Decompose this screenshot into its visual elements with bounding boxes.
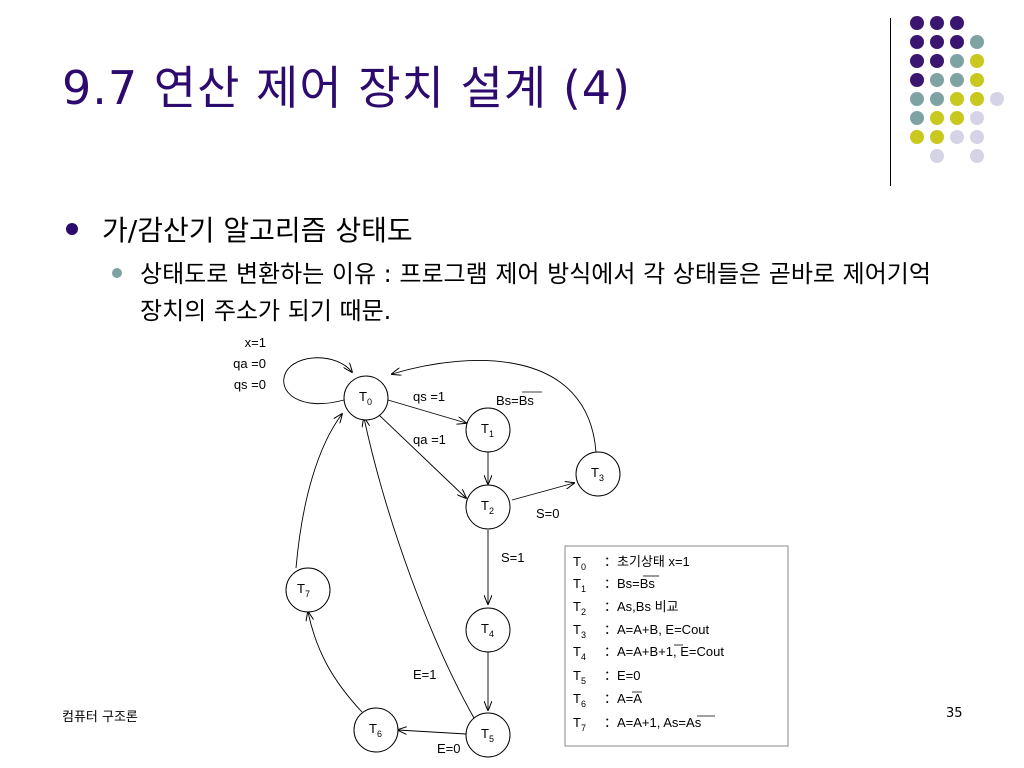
state-node-t0 (343, 375, 389, 421)
init-condition-qa: qa =0 (233, 356, 266, 371)
title-divider (890, 18, 891, 186)
decor-dot (910, 54, 924, 68)
state-node-t6 (353, 707, 399, 753)
edge-t3-t0 (392, 359, 597, 453)
state-legend-box (564, 545, 789, 747)
decor-dot (930, 149, 944, 163)
decor-dot (950, 16, 964, 30)
legend-overlines (632, 575, 715, 717)
edge-t0-self (283, 357, 352, 405)
legend-row-t6: T6：A=A (573, 691, 642, 709)
state-node-t7 (285, 567, 331, 613)
decor-dot (970, 149, 984, 163)
decor-dot (930, 54, 944, 68)
decor-dot (910, 92, 924, 106)
decor-dot (910, 130, 924, 144)
slide-title: 9.7 연산 제어 장치 설계 (4) (62, 61, 631, 115)
state-node-t4 (465, 607, 511, 653)
decor-dot (990, 92, 1004, 106)
edge-label-t1-note: Bs=Bs (496, 393, 534, 408)
legend-row-t1: T1：Bs=Bs (573, 576, 655, 594)
edge-label-t5-t0: E=1 (413, 667, 437, 682)
decor-dot (930, 73, 944, 87)
legend-row-t3: T3：A=A+B, E=Cout (573, 622, 710, 640)
legend-row-t0: T0：초기상태 x=1 (573, 554, 690, 572)
decor-dot (930, 35, 944, 49)
legend-row-t5: T5：E=0 (573, 668, 641, 686)
decor-dot (910, 16, 924, 30)
state-label-t7: T7 (297, 581, 310, 599)
decor-dot (970, 111, 984, 125)
decor-dot (950, 73, 964, 87)
decor-dot (930, 16, 944, 30)
decor-dot (950, 92, 964, 106)
decor-dot (950, 111, 964, 125)
decor-dot (930, 130, 944, 144)
state-node-t3 (575, 451, 621, 497)
init-condition-qs: qs =0 (234, 377, 266, 392)
decor-dot (910, 111, 924, 125)
bullet-dot (112, 268, 122, 278)
decor-dot (950, 130, 964, 144)
edge-t5-t6 (398, 730, 467, 734)
decor-dot (930, 92, 944, 106)
edge-label-t5-t6: E=0 (437, 741, 461, 756)
decor-dot (910, 73, 924, 87)
state-label-t3: T3 (591, 465, 604, 483)
edge-label-t0-t2: qa =1 (413, 432, 446, 447)
edge-t6-t7 (308, 612, 363, 713)
page-number: 35 (946, 706, 963, 721)
decor-dot (950, 35, 964, 49)
state-label-t0: T0 (359, 389, 372, 407)
state-label-t1: T1 (481, 421, 494, 439)
decor-dot (970, 92, 984, 106)
state-node-t1 (465, 407, 511, 453)
edge-label-t0-t1: qs =1 (413, 389, 445, 404)
decor-dot (970, 130, 984, 144)
state-node-t2 (465, 484, 511, 530)
init-condition-x: x=1 (245, 335, 266, 350)
edge-label-t2-t3: S=0 (536, 506, 560, 521)
decor-dot (970, 35, 984, 49)
state-label-t5: T5 (481, 726, 494, 744)
footer-course-title: 컴퓨터 구조론 (62, 710, 138, 725)
edge-t0-t2 (377, 413, 466, 498)
decor-dot (930, 111, 944, 125)
state-label-t6: T6 (369, 721, 382, 739)
edge-t5-t0 (364, 418, 475, 719)
edge-t0-t1 (387, 399, 466, 423)
state-label-t2: T2 (481, 498, 494, 516)
edge-label-t2-t4: S=1 (501, 550, 525, 565)
decor-dot (950, 54, 964, 68)
decor-dot (970, 54, 984, 68)
edge-t7-t0 (295, 414, 342, 569)
bullet-level1-text: 가/감산기 알고리즘 상태도 (102, 214, 413, 247)
legend-row-t2: T2：As,Bs 비교 (573, 599, 679, 617)
edge-t2-t3 (511, 483, 574, 501)
legend-row-t4: T4：A=A+B+1, E=Cout (573, 644, 724, 662)
decor-dot (910, 35, 924, 49)
bullet-level2-text: 상태도로 변환하는 이유 : 프로그램 제어 방식에서 각 상태들은 곧바로 제… (140, 260, 931, 325)
state-node-t5 (465, 712, 511, 758)
state-label-t4: T4 (481, 621, 494, 639)
bullet-dot (66, 223, 78, 235)
state-legend: T0：초기상태 x=1 T1：Bs=Bs T2：As,Bs 비교 T3：A=A+… (573, 554, 724, 733)
legend-row-t7: T7：A=A+1, As=As (573, 715, 702, 733)
decor-dot (970, 73, 984, 87)
